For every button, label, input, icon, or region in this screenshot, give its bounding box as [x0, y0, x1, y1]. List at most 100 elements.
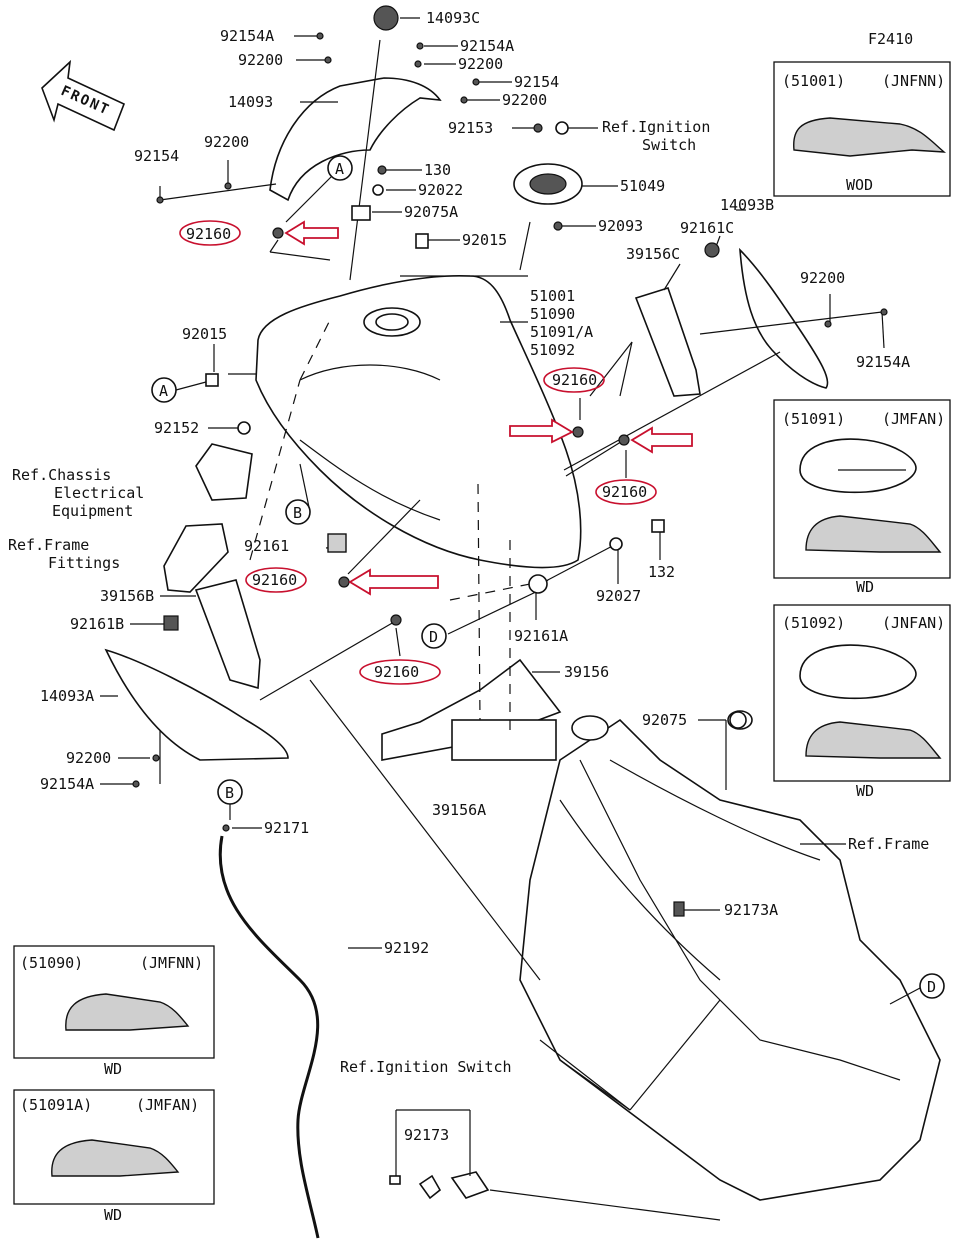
highlight-92160-2 [509, 367, 605, 444]
variant-name: (JNFAN) [882, 614, 945, 632]
label-92022: 92022 [418, 181, 463, 199]
tank-thumbnail-icon [65, 993, 190, 1031]
label-51001: 51001 [530, 287, 575, 305]
callout-letter: B [293, 504, 302, 522]
label-92160: 92160 [552, 371, 597, 389]
label-92171: 92171 [264, 819, 309, 837]
variant-caption: WD [104, 1206, 122, 1224]
cover-14093A [104, 648, 289, 761]
bracket-frame-fittings [163, 523, 229, 593]
highlight-92160-5 [359, 659, 441, 685]
tank-side-thumbnail-icon [805, 721, 942, 759]
callout-D-frame: D [919, 973, 945, 999]
label-ref-ignition-switch-bottom: Ref.Ignition Switch [340, 1058, 512, 1076]
figure-code: F2410 [868, 30, 913, 48]
motorcycle-frame [519, 710, 941, 1201]
callout-letter: D [927, 978, 936, 996]
label-92154: 92154 [514, 73, 559, 91]
label-39156B: 39156B [100, 587, 154, 605]
callout-B-tank: B [285, 499, 311, 525]
pad-39156A [451, 719, 557, 761]
fuel-cap [513, 163, 583, 205]
tank-top-thumbnail-icon [799, 438, 917, 494]
variant-code: (51091A) [20, 1096, 92, 1114]
highlight-92160-1 [179, 220, 339, 246]
cover-14093B [739, 247, 829, 389]
label-ref-frame-fittings-2: Fittings [48, 554, 120, 572]
pad-39156B [194, 579, 261, 690]
label-132: 132 [648, 563, 675, 581]
label-92152: 92152 [154, 419, 199, 437]
label-51090: 51090 [530, 305, 575, 323]
callout-D-tank: D [421, 623, 447, 649]
label-92153: 92153 [448, 119, 493, 137]
label-39156C: 39156C [626, 245, 680, 263]
label-92161B: 92161B [70, 615, 124, 633]
label-92200: 92200 [204, 133, 249, 151]
label-92161C: 92161C [680, 219, 734, 237]
callout-B-hose: B [217, 779, 243, 805]
variant-code: (51090) [20, 954, 83, 972]
label-14093C: 14093C [426, 9, 480, 27]
label-92160: 92160 [602, 483, 647, 501]
callout-A-left: A [151, 377, 177, 403]
variant-box-51001: (51001) (JNFNN) WOD [773, 61, 951, 197]
label-92154A: 92154A [856, 353, 910, 371]
label-ref-ignition-switch: Switch [642, 136, 696, 154]
leader-lines [100, 17, 921, 1221]
variant-box-51092: (51092) (JNFAN) WD [773, 604, 951, 800]
variant-caption: WD [856, 782, 874, 800]
label-ref-chassis-electrical: Electrical [54, 484, 144, 502]
variant-caption: WOD [846, 176, 873, 194]
callout-letter: B [225, 784, 234, 802]
pad-39156 [381, 658, 562, 761]
ignition-switch-parts [389, 1171, 490, 1200]
label-92192: 92192 [384, 939, 429, 957]
label-39156: 39156 [564, 663, 609, 681]
tank-thumbnail-icon [51, 1139, 180, 1177]
variant-name: (JMFNN) [140, 954, 203, 972]
label-92154A: 92154A [40, 775, 94, 793]
label-ref-chassis: Ref.Chassis [12, 466, 111, 484]
label-92015: 92015 [462, 231, 507, 249]
variant-code: (51091) [782, 410, 845, 428]
label-92015: 92015 [182, 325, 227, 343]
label-92200: 92200 [502, 91, 547, 109]
highlight-92160-4 [245, 567, 439, 596]
variant-box-51090: (51090) (JMFNN) WD [13, 945, 215, 1078]
front-arrow-icon: FRONT [41, 59, 126, 132]
label-92200: 92200 [800, 269, 845, 287]
label-92160: 92160 [374, 663, 419, 681]
label-92154: 92154 [134, 147, 179, 165]
pad-39156C [634, 287, 701, 397]
dashed-lines [249, 319, 551, 730]
variant-name: (JMFAN) [136, 1096, 199, 1114]
tank-thumbnail-icon [793, 117, 947, 157]
label-130: 130 [424, 161, 451, 179]
tank-top-thumbnail-icon [799, 644, 917, 700]
label-51092: 51092 [530, 341, 575, 359]
label-ref-chassis-equipment: Equipment [52, 502, 133, 520]
label-92173: 92173 [404, 1126, 449, 1144]
label-92161: 92161 [244, 537, 289, 555]
label-ref-ignition: Ref.Ignition [602, 118, 710, 136]
label-92160: 92160 [252, 571, 297, 589]
fuel-tank [255, 274, 582, 569]
variant-name: (JNFNN) [882, 72, 945, 90]
callout-letter: D [429, 628, 438, 646]
variant-caption: WD [856, 578, 874, 596]
hose-92192 [218, 835, 320, 1239]
part-labels: 14093C 92154A 92200 14093 92154A 92200 9… [8, 9, 929, 1144]
highlight-92160-3 [595, 426, 693, 505]
label-ref-frame-fittings-1: Ref.Frame [8, 536, 89, 554]
variant-box-51091A: (51091A) (JMFAN) WD [13, 1089, 215, 1224]
label-92093: 92093 [598, 217, 643, 235]
label-39156A: 39156A [432, 801, 486, 819]
variant-code: (51001) [782, 72, 845, 90]
variant-box-51091: (51091) (JMFAN) WD [773, 399, 951, 596]
label-92154A: 92154A [460, 37, 514, 55]
label-92075: 92075 [642, 711, 687, 729]
label-14093A: 14093A [40, 687, 94, 705]
variant-name: (JMFAN) [882, 410, 945, 428]
